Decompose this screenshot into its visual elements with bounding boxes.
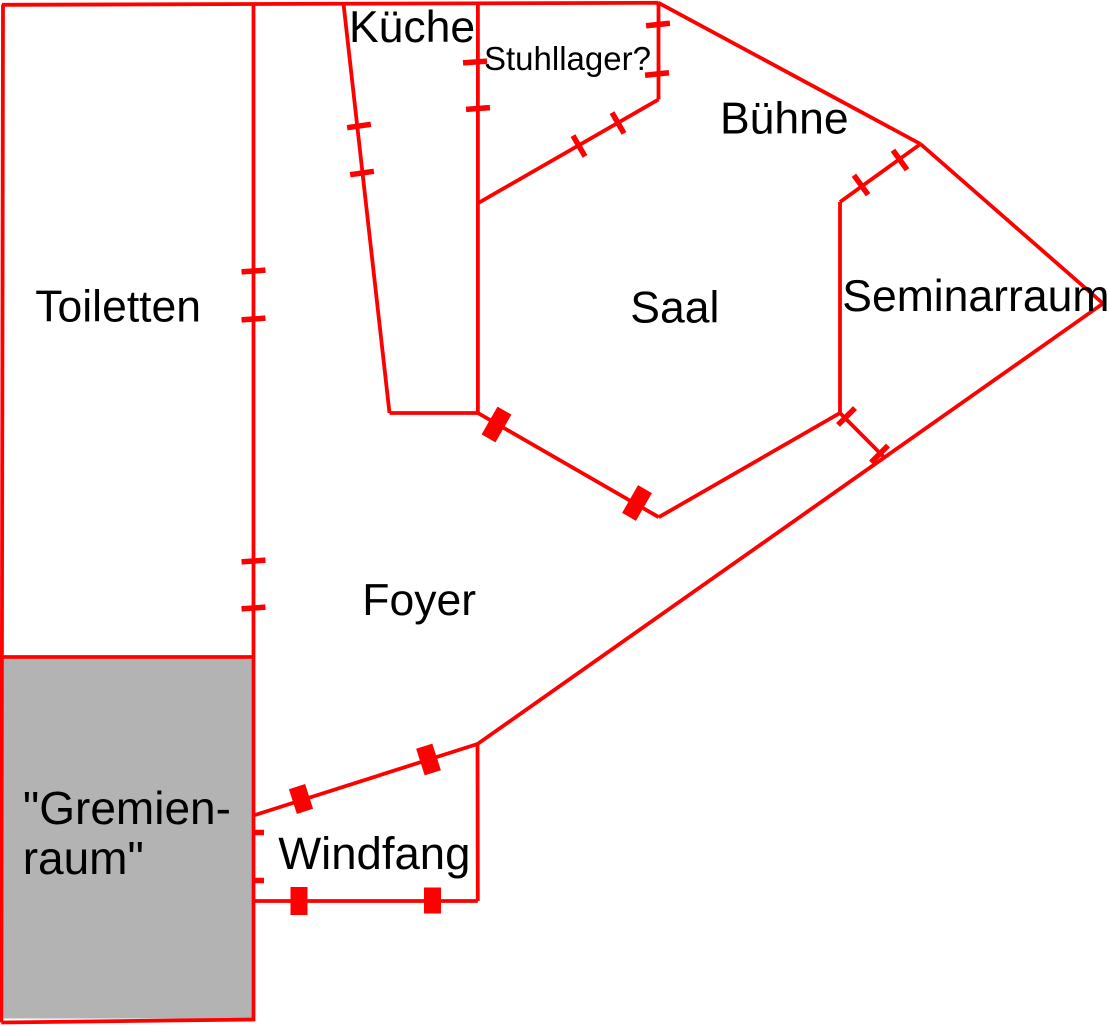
door-saal-2 [622,485,652,521]
wall-buehne-seminarraum [838,142,922,204]
tick-toiletten-1 [241,267,266,275]
wall-long-diagonal [476,301,1105,746]
door-windfang-bottom-2 [424,887,441,914]
tick-stuhllager-right-1 [645,20,671,29]
wall-saal-bottom-right [657,411,841,519]
wall-ticks [241,20,910,884]
room-labels: Toiletten Küche Stuhllager? Bühne Saal S… [23,3,1107,884]
label-gremienraum-line2: raum" [23,832,144,884]
wall-seminarraum-bottom-connector [838,411,886,459]
wall-stuhllager-bottom [477,97,660,205]
wall-topright-diagonal-2 [919,142,1105,305]
tick-buehne-2 [851,173,871,197]
door-windfang-bottom-1 [290,887,308,915]
tick-kueche-1 [346,121,372,131]
label-gremienraum-line1: "Gremien- [23,782,231,834]
label-foyer: Foyer [362,576,476,625]
wall-top [1,0,659,7]
tick-stuhllager-diag-2 [570,134,588,158]
tick-kueche-2 [349,168,375,178]
tick-stuhllager-right-2 [644,70,670,78]
wall-windfang-top [252,742,479,818]
label-toiletten: Toiletten [35,283,201,332]
door-windfang-top-1 [288,784,314,814]
tick-buehne-1 [890,148,910,172]
wall-saal-bottom-left [476,411,660,519]
label-stuhllager: Stuhllager? [484,40,651,77]
label-kueche: Küche [349,3,475,52]
wall-left [0,4,5,1023]
label-seminarraum: Seminarraum [842,272,1107,321]
tick-stuhllager-diag-1 [609,111,627,135]
wall-topright-diagonal-1 [657,1,922,146]
label-windfang: Windfang [278,828,470,879]
tick-seminarraum-2 [869,443,890,465]
tick-stuhllager-left-1 [462,58,488,66]
door-markers [288,406,652,915]
tick-stuhllager-left-2 [465,104,491,113]
label-buehne: Bühne [720,95,849,144]
wall-bottom [1,1017,256,1025]
wall-kueche-left [341,3,392,414]
door-windfang-top-2 [416,743,441,776]
tick-seminarraum-1 [836,406,857,427]
door-saal-1 [481,406,512,443]
label-saal: Saal [630,284,719,333]
tick-foyer-2 [241,604,266,612]
tick-toiletten-2 [241,315,266,323]
tick-foyer-1 [241,557,266,565]
gremienraum-area [2,659,252,1019]
